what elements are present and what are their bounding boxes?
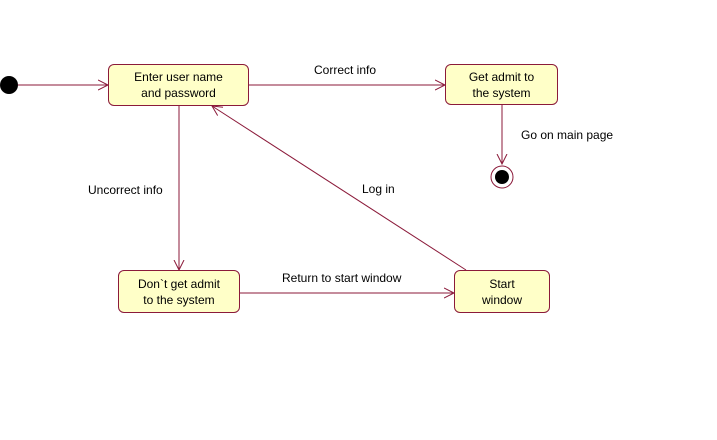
state-start-window: Start window [454,270,550,313]
state-dont-get-admit: Don`t get admit to the system [118,270,240,313]
state-get-admit: Get admit to the system [445,64,558,105]
label-go-on-main-page: Go on main page [521,128,614,142]
state-get-admit-line-1: Get admit to [468,69,535,84]
arrow-log-in [212,106,467,271]
state-start-window-line-2: window [481,292,523,307]
final-node [490,165,514,189]
label-correct-info: Correct info [314,63,377,77]
state-dont-get-admit-line-1: Don`t get admit [137,276,221,291]
state-start-window-line-1: Start [489,276,515,291]
initial-node [0,76,18,94]
state-enter-credentials: Enter user name and password [108,64,249,106]
label-return-to-start-window: Return to start window [282,271,402,285]
state-enter-credentials-line-2: and password [141,86,216,100]
state-dont-get-admit-line-2: to the system [143,292,215,307]
label-uncorrect-info: Uncorrect info [88,183,163,197]
state-enter-credentials-line-1: Enter user name [134,70,223,84]
label-log-in: Log in [362,182,395,196]
state-get-admit-line-2: the system [472,85,531,100]
